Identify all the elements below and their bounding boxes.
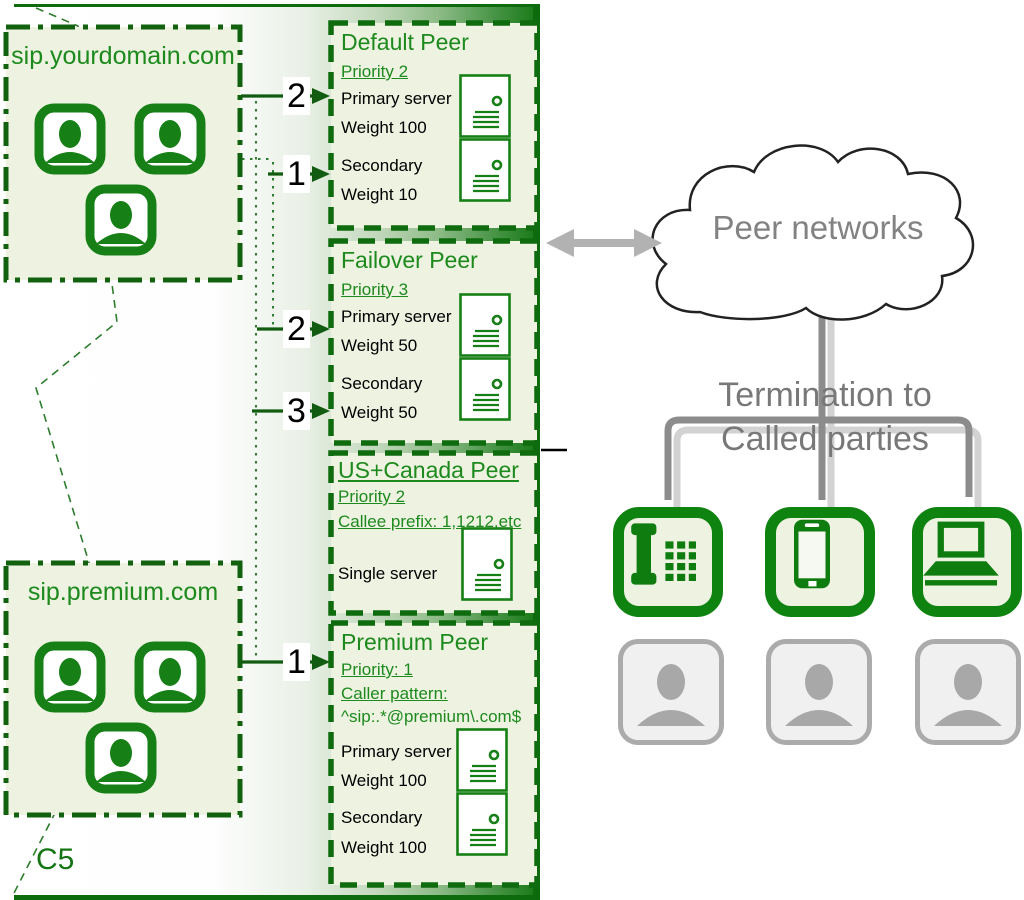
user-icon (134, 103, 206, 175)
peer-default-row: Weight 10 (341, 185, 418, 204)
gray-user-icon (934, 664, 1002, 726)
peer-premium-pattern: ^sip:.*@premium\.com$ (341, 707, 522, 726)
arrow-icon (312, 654, 330, 670)
peer-failover-priority: Priority 3 (341, 280, 409, 299)
server-icon (459, 357, 511, 421)
arrow-icon (312, 88, 330, 104)
route-label: 2 (283, 77, 310, 115)
cloud-shape (651, 144, 975, 321)
domain-title-premium: sip.premium.com (27, 578, 219, 606)
peer-premium-row: Weight 100 (341, 838, 427, 857)
called-party-user (915, 639, 1021, 745)
cloud-label: Peer networks (712, 209, 924, 246)
peer-premium-priority: Priority: 1 (341, 660, 413, 679)
user-icon (85, 184, 157, 256)
laptop-icon (923, 521, 999, 586)
route-label: 1 (283, 643, 310, 681)
laptop-device (912, 507, 1022, 617)
gray-user-icon (785, 664, 853, 726)
peer-failover-title: Failover Peer (341, 247, 478, 273)
c5-label: C5 (36, 843, 75, 876)
mobile-phone-icon (794, 519, 830, 589)
peer-failover-row: Weight 50 (341, 403, 418, 422)
server-icon (459, 138, 511, 202)
server-icon (456, 728, 508, 792)
server-icon (456, 792, 508, 856)
user-icon (134, 641, 206, 713)
arrow-icon (312, 321, 330, 337)
peer-default-priority: Priority 2 (341, 62, 409, 81)
peer-default-row: Secondary (341, 156, 423, 175)
server-icon (461, 527, 513, 601)
route-label: 2 (283, 310, 310, 348)
user-icon (85, 722, 157, 794)
arrow-icon (312, 166, 330, 182)
desk-phone-device (613, 507, 723, 617)
peer-premium-row: Weight 100 (341, 771, 427, 790)
termination-tree-dark (664, 314, 973, 500)
peer-default-title: Default Peer (341, 29, 469, 55)
dotted-route-line-b (242, 158, 274, 329)
peer-failover-row: Primary server (341, 307, 452, 326)
user-icon (34, 641, 106, 713)
route-arrowheads (312, 88, 330, 670)
route-label: 3 (283, 392, 310, 430)
peer-default-row: Primary server (341, 89, 452, 108)
arrow-icon (312, 403, 330, 419)
termination-tree-light (673, 316, 982, 507)
peer-failover-row: Weight 50 (341, 336, 418, 355)
user-icon (34, 103, 106, 175)
peer-default-row: Weight 100 (341, 118, 427, 137)
peer-premium-row: Primary server (341, 742, 452, 761)
peer-failover-row: Secondary (341, 374, 423, 393)
bidirectional-arrow-icon (546, 229, 662, 257)
termination-label-line1: Termination to (718, 376, 932, 414)
desk-phone-icon (631, 523, 696, 585)
peer-uscanada-title: US+Canada Peer (338, 457, 519, 483)
peer-premium-pattern-label: Caller pattern: (341, 684, 448, 703)
peer-uscanada-priority: Priority 2 (338, 487, 406, 506)
called-party-user (618, 639, 724, 745)
termination-label-line2: Called parties (721, 420, 929, 458)
called-party-user (766, 639, 872, 745)
gray-user-icon (637, 664, 705, 726)
server-icon (459, 74, 511, 138)
peer-uscanada-prefix: Callee prefix: 1,1212,etc (338, 512, 522, 531)
peer-premium-row: Secondary (341, 808, 423, 827)
server-icon (459, 293, 511, 357)
mobile-phone-device (765, 507, 875, 617)
domain-title-yourdomain: sip.yourdomain.com (11, 42, 235, 70)
peer-uscanada-row: Single server (338, 564, 438, 583)
peer-premium-title: Premium Peer (341, 629, 488, 655)
route-label: 1 (283, 155, 310, 193)
